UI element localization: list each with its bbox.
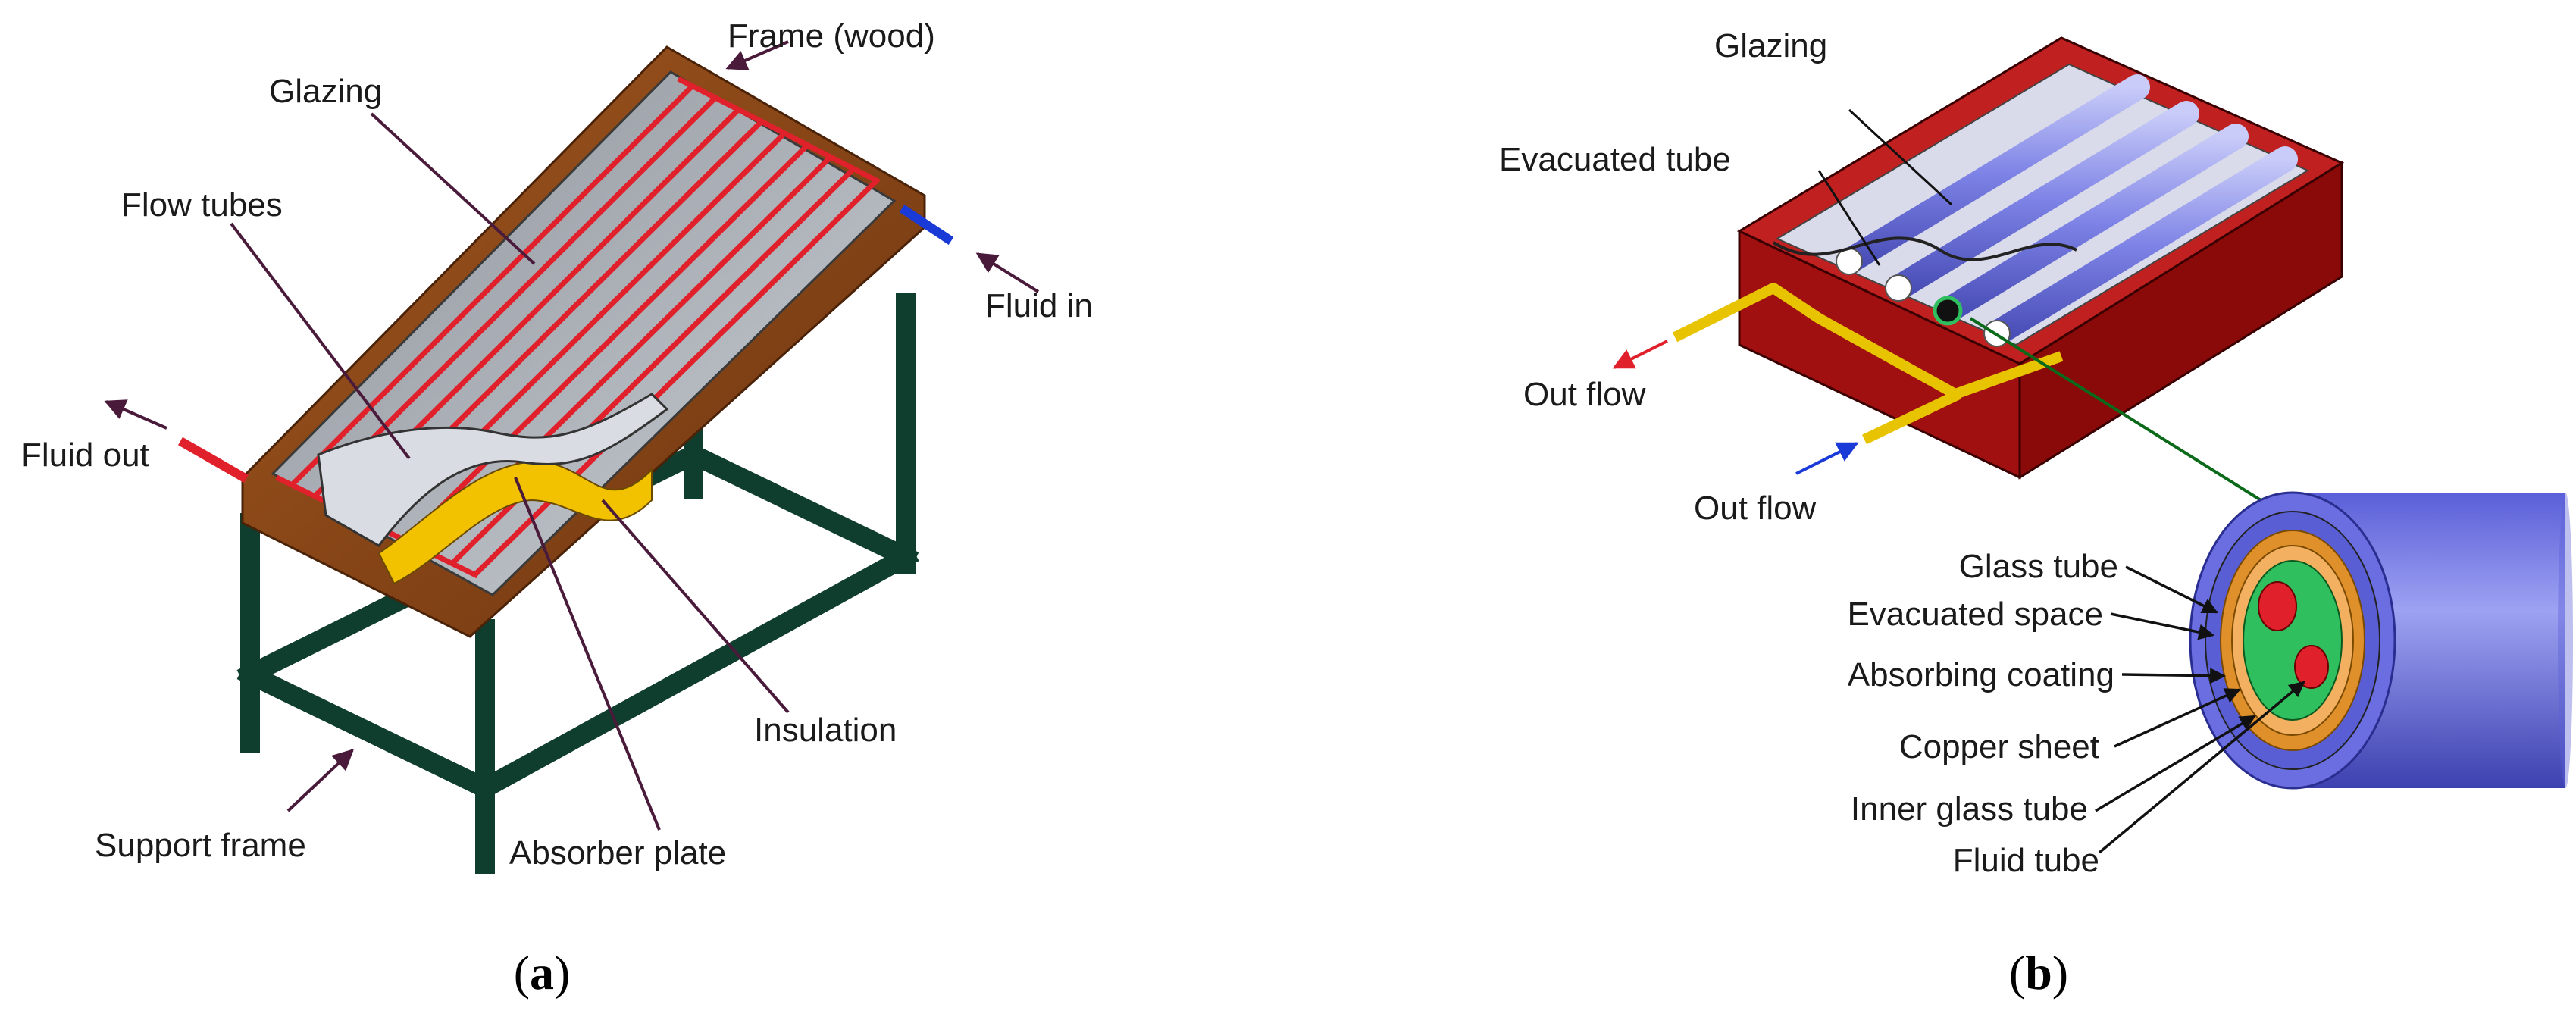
pointer-fluid-in — [975, 252, 1040, 293]
pointer-absorber-plate — [514, 477, 661, 831]
zoom-arrow — [1969, 317, 2287, 517]
label-absorbing-coating: Absorbing coating — [1848, 656, 2114, 693]
label-inner-glass-tube: Inner glass tube — [1851, 790, 2088, 828]
return-pipe — [1861, 389, 1962, 445]
cutaway-edge — [1772, 236, 2077, 261]
label-support-frame: Support frame — [95, 827, 306, 864]
label-fluid-tube: Fluid tube — [1953, 842, 2099, 879]
fluid-tube-upper — [2258, 581, 2297, 631]
label-glazing-b: Glazing — [1714, 27, 1827, 64]
pointer-support-frame — [286, 749, 355, 812]
inner-glass-tube-ring — [2243, 560, 2343, 721]
out-flow-arrow-1 — [1612, 340, 1668, 369]
evacuated-tubes — [1836, 74, 2298, 347]
pointer-flow-tubes — [230, 222, 411, 460]
header-pipe — [1672, 283, 2064, 399]
label-frame: Frame (wood) — [728, 17, 935, 55]
absorber-plate — [317, 393, 669, 547]
pointer-absorbing-coating — [2121, 668, 2227, 684]
panel-b-evacuated-tube-collector: Glazing Evacuated tube Out flow Out flow… — [1499, 27, 2573, 1000]
tube-cross-section — [2189, 491, 2573, 790]
fluid-tube-lower — [2294, 645, 2329, 689]
label-glazing: Glazing — [269, 73, 382, 110]
pointer-copper-sheet — [2114, 688, 2241, 748]
pointer-glass-tube — [2125, 565, 2218, 614]
pointer-glazing-b — [1848, 108, 1953, 206]
label-insulation: Insulation — [754, 712, 897, 749]
pointer-insulation — [601, 499, 790, 714]
pointer-fluid-out — [104, 399, 167, 430]
pointer-inner-glass-tube — [2095, 715, 2256, 812]
pointer-evacuated-space — [2110, 612, 2215, 640]
label-flow-tubes: Flow tubes — [121, 186, 283, 224]
label-fluid-in: Fluid in — [985, 287, 1093, 324]
label-copper-sheet: Copper sheet — [1899, 728, 2099, 765]
pointer-fluid-tube — [2098, 681, 2305, 854]
fluid-out-pipe — [178, 437, 249, 483]
label-glass-tube: Glass tube — [1959, 548, 2118, 585]
label-fluid-out: Fluid out — [21, 437, 149, 474]
pointer-frame — [725, 40, 789, 70]
caption-a: (a) — [514, 946, 571, 1000]
out-flow-arrow-2 — [1795, 442, 1859, 475]
fluid-in-pipe — [899, 204, 954, 246]
insulation-layer — [377, 461, 653, 585]
caption-b: (b) — [2009, 946, 2068, 1000]
panel-a-flat-plate-collector: Frame (wood) Glazing Flow tubes Fluid in… — [21, 17, 1093, 1000]
label-out-flow-2: Out flow — [1694, 490, 1817, 527]
label-evacuated-space: Evacuated space — [1847, 596, 2103, 633]
label-out-flow-1: Out flow — [1523, 376, 1646, 413]
label-absorber-plate: Absorber plate — [509, 834, 726, 871]
label-evacuated-tube: Evacuated tube — [1499, 141, 1731, 178]
pointer-glazing — [370, 112, 536, 265]
pointer-evacuated-tube — [1817, 170, 1881, 266]
